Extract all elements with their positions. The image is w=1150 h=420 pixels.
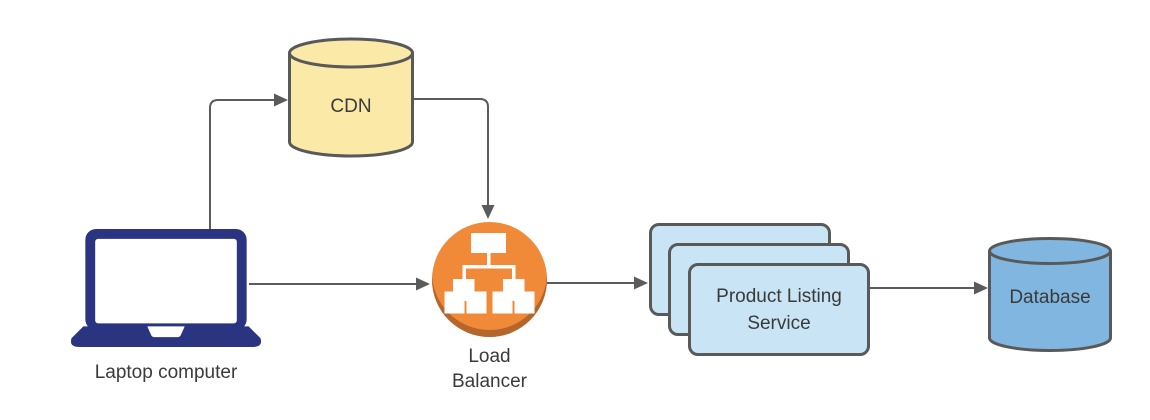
- database-node[interactable]: [988, 236, 1112, 354]
- service-card-front[interactable]: Product Listing Service: [688, 263, 870, 356]
- load-balancer-node[interactable]: [432, 222, 547, 337]
- arrowhead-into-service: [634, 276, 648, 290]
- arrowhead-into-load-balancer-top: [481, 205, 495, 219]
- arrowhead-into-database: [974, 281, 988, 295]
- cylinder-shape: [988, 237, 1112, 352]
- laptop-label: Laptop computer: [94, 362, 238, 383]
- service-label-line1: Product Listing: [716, 285, 842, 307]
- node-tree-icon: [444, 233, 535, 314]
- load-balancer-label-line1: Load: [468, 346, 511, 367]
- load-balancer-label: Load Balancer: [417, 344, 562, 394]
- database-label: Database: [1009, 286, 1091, 308]
- cylinder-shape: [288, 37, 414, 158]
- service-label-line2: Service: [747, 312, 811, 334]
- load-balancer-label-line2: Balancer: [452, 371, 527, 392]
- cdn-label: CDN: [330, 95, 372, 117]
- edge-laptop-to-cdn: [209, 99, 274, 232]
- cdn-node[interactable]: [288, 36, 414, 160]
- arrowhead-into-load-balancer-left: [416, 277, 430, 291]
- product-listing-service-label: Product Listing Service: [716, 283, 842, 337]
- laptop-icon: [70, 228, 262, 348]
- edge-cdn-to-load-balancer: [412, 98, 489, 205]
- arrowhead-into-cdn: [274, 93, 288, 107]
- product-listing-service-node[interactable]: Product Listing Service: [649, 223, 871, 356]
- laptop-node[interactable]: [69, 228, 263, 348]
